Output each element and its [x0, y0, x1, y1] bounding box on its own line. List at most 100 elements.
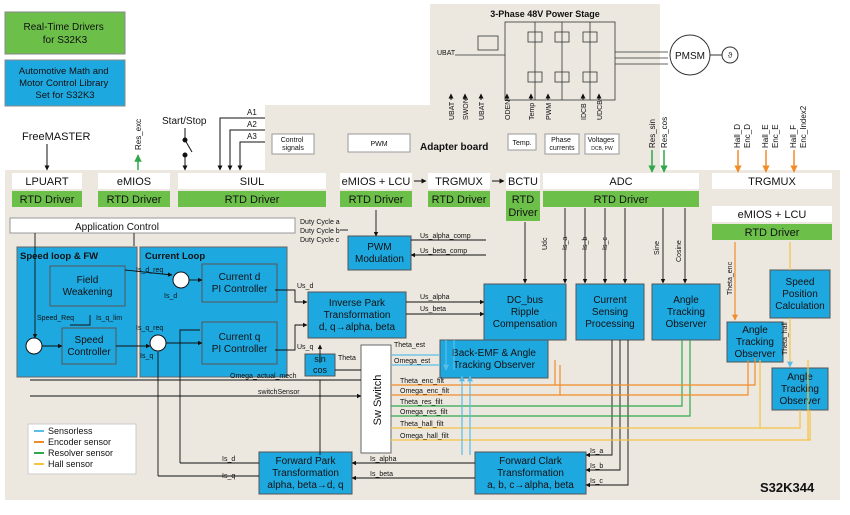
- rtd-badge-line2: for S32K3: [43, 35, 88, 46]
- omega-actual-mech-label: Omega_actual_mech: [230, 373, 297, 380]
- emios-lcu2-box: [712, 206, 832, 222]
- duty-b-label: Duty Cycle b: [300, 228, 340, 235]
- svg-text:Temp.: Temp.: [512, 140, 531, 147]
- d-sum-junction-icon: [172, 271, 190, 289]
- svg-text:Voltages DCB, PW: Voltages DCB, PW: [588, 137, 617, 152]
- svg-text:RTD Driver: RTD Driver: [594, 194, 649, 206]
- cosine-vertical-label: Cosine: [676, 240, 683, 262]
- is-alpha-label: Is_alpha: [370, 456, 397, 463]
- power-stage-schematic-icon: [455, 21, 668, 101]
- svg-text:RTD Driver: RTD Driver: [20, 194, 75, 206]
- is-c-label: Is_c: [590, 478, 603, 485]
- emios-lcu-rtd: [340, 191, 412, 207]
- svg-text:RTD: RTD: [512, 194, 534, 206]
- hall-d-label: Hall_D: [733, 124, 742, 148]
- legend-item-label: Sensorless: [48, 426, 93, 436]
- lpuart-rtd: [12, 191, 82, 207]
- power-stage-title: 3-Phase 48V Power Stage: [490, 9, 600, 19]
- power-stage-signal: UBAT: [449, 101, 456, 120]
- svg-text:ADC: ADC: [609, 176, 632, 188]
- power-stage-signal: UBAT: [479, 101, 486, 120]
- rtd-badge-line1: Real-Time Drivers: [24, 22, 104, 33]
- theta-label: Theta: [338, 355, 356, 362]
- signal-wires: [30, 208, 688, 488]
- us-beta-label: Us_beta: [420, 306, 446, 313]
- theta-hall-vertical-label: Theta_hall: [782, 322, 789, 355]
- feedback-wires: [391, 242, 811, 455]
- emios-box: [98, 173, 170, 189]
- theta-enc-vertical-label: Theta_enc: [727, 261, 734, 295]
- legend-item-label: Encoder sensor: [48, 437, 111, 447]
- power-stage-signal: ODEN: [505, 100, 512, 120]
- amc-badge-line2: Motor Control Library: [19, 78, 108, 89]
- control-signals-box: [271, 133, 315, 155]
- power-stage-signal: IDCB: [581, 103, 588, 120]
- emios-rtd: [98, 191, 170, 207]
- us-alpha-label: Us_alpha: [420, 294, 450, 301]
- is-q-req-label: Is_q_req: [136, 325, 163, 332]
- legend-item-label: Hall sensor: [48, 459, 93, 469]
- phase-currents-box: [544, 133, 580, 155]
- is-d-label: Is_d: [164, 293, 177, 300]
- omega-hall-filt-label: Omega_hall_filt: [400, 433, 449, 440]
- siul-box: [178, 173, 326, 189]
- a1-label: A1: [247, 108, 257, 117]
- res-sin-label: Res_sin: [648, 119, 657, 148]
- emios-lcu2-rtd: [712, 224, 832, 240]
- pwm-adapter-box: [347, 133, 411, 153]
- is-d-req-label: Is_d_req: [136, 267, 163, 274]
- ubat-label: UBAT: [437, 50, 456, 57]
- switch-sensor-label: switchSensor: [258, 389, 300, 396]
- speed-sum-junction-icon: [25, 337, 43, 355]
- sine-vertical-label: Sine: [654, 241, 661, 255]
- summing-junctions: [25, 271, 190, 355]
- svg-text:SIUL: SIUL: [240, 176, 264, 188]
- us-alpha-comp-label: Us_alpha_comp: [420, 233, 471, 240]
- is-beta-label: Is_beta: [370, 471, 393, 478]
- emios-lcu-box: [340, 173, 412, 189]
- app-control-box: [9, 217, 296, 234]
- svg-text:Automotive Math and Motor: Automotive Math and Motor Control Librar…: [19, 66, 111, 101]
- is-d-label: Is_d: [222, 456, 235, 463]
- is-b-vertical-label: Is_b: [582, 237, 589, 250]
- is-c-vertical-label: Is_c: [602, 237, 609, 250]
- svg-text:Real-Time Drivers for S32K: Real-Time Drivers for S32K3: [24, 22, 107, 46]
- legend-item-label: Resolver sensor: [48, 448, 113, 458]
- svg-text:RTD Driver: RTD Driver: [349, 194, 404, 206]
- theta-est-label: Theta_est: [394, 342, 425, 349]
- rtd-badge: [4, 11, 126, 55]
- res-cos-label: Res_cos: [660, 117, 669, 148]
- svg-text:TRGMUX: TRGMUX: [435, 176, 483, 188]
- enc-d-label: Enc_D: [743, 124, 752, 148]
- svg-text:RTD Driver: RTD Driver: [745, 227, 800, 239]
- start-stop-switch-icon: [182, 128, 193, 171]
- amc-badge-line3: Set for S32K3: [35, 90, 94, 101]
- svg-text:TRGMUX: TRGMUX: [748, 176, 796, 188]
- trgmux-rtd: [428, 191, 490, 207]
- us-q-label: Us_q: [297, 344, 313, 351]
